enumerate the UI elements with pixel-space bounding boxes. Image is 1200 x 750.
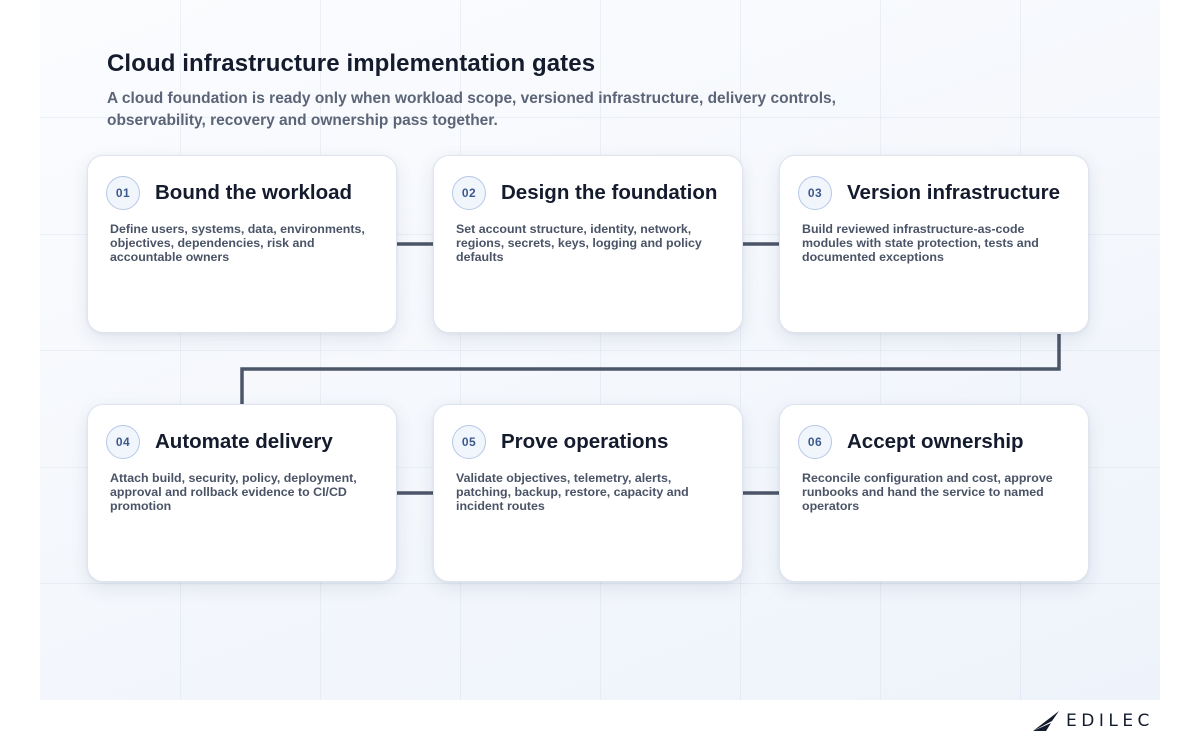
grid-line <box>40 583 1160 584</box>
step-number-badge: 01 <box>106 176 140 210</box>
step-header: 01 Bound the workload <box>106 176 378 210</box>
step-title: Accept ownership <box>847 430 1024 453</box>
step-description: Build reviewed infrastructure-as-code mo… <box>802 222 1039 264</box>
grid-line <box>180 0 181 700</box>
step-description: Reconcile configuration and cost, approv… <box>802 471 1053 513</box>
step-title: Bound the workload <box>155 181 353 204</box>
step-description: Attach build, security, policy, deployme… <box>110 471 357 513</box>
edilec-wing-logo-icon <box>1033 711 1059 731</box>
step-header: 03 Version infrastructure <box>798 176 1070 210</box>
step-card-04: 04 Automate delivery Attach build, secur… <box>87 404 397 582</box>
brand-logo-text: EDILEC <box>1066 711 1154 731</box>
step-card-03: 03 Version infrastructure Build reviewed… <box>779 155 1089 333</box>
grid-line <box>1020 0 1021 700</box>
step-number-badge: 05 <box>452 425 486 459</box>
step-card-06: 06 Accept ownership Reconcile configurat… <box>779 404 1089 582</box>
step-header: 06 Accept ownership <box>798 425 1070 459</box>
page-title: Cloud infrastructure implementation gate… <box>107 50 596 77</box>
step-number-badge: 04 <box>106 425 140 459</box>
step-number-badge: 03 <box>798 176 832 210</box>
step-header: 02 Design the foundation <box>452 176 724 210</box>
step-header: 05 Prove operations <box>452 425 724 459</box>
step-number-badge: 02 <box>452 176 486 210</box>
step-card-01: 01 Bound the workload Define users, syst… <box>87 155 397 333</box>
step-card-05: 05 Prove operations Validate objectives,… <box>433 404 743 582</box>
step-description: Set account structure, identity, network… <box>456 222 702 264</box>
step-title: Prove operations <box>501 430 669 453</box>
step-card-02: 02 Design the foundation Set account str… <box>433 155 743 333</box>
page-subtitle: A cloud foundation is ready only when wo… <box>107 90 836 129</box>
step-title: Design the foundation <box>501 181 718 204</box>
grid-line <box>40 117 1160 118</box>
step-description: Define users, systems, data, environment… <box>110 222 365 264</box>
step-title: Automate delivery <box>155 430 333 453</box>
step-title: Version infrastructure <box>847 181 1061 204</box>
step-description: Validate objectives, telemetry, alerts, … <box>456 471 689 513</box>
grid-line <box>880 0 881 700</box>
brand-logo: EDILEC <box>1032 710 1154 732</box>
step-header: 04 Automate delivery <box>106 425 378 459</box>
step-number-badge: 06 <box>798 425 832 459</box>
